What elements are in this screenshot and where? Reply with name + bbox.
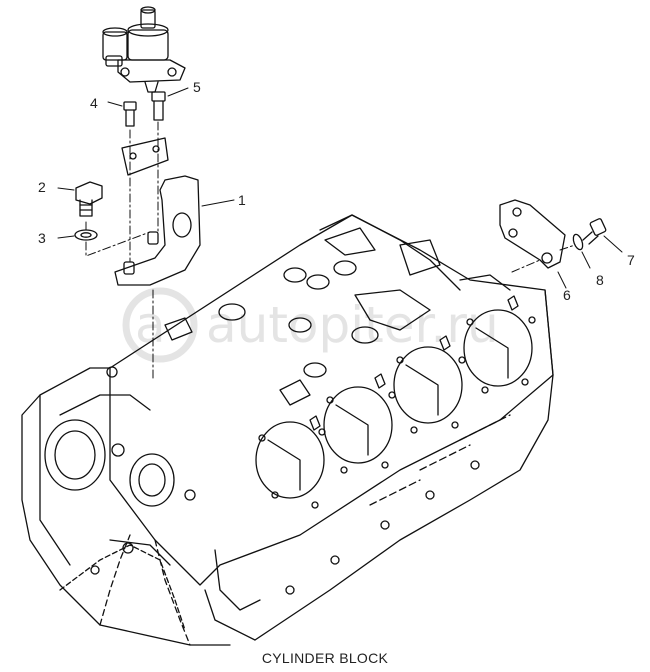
part-5-bolt [151,91,166,121]
solenoid-mounting-plate [121,137,169,176]
part-4-bolt [123,101,137,127]
callout-7: 7 [627,252,635,268]
cylinder-block [21,214,554,646]
watermark: a autopiter.ru [122,287,499,363]
part-7-bolt [582,218,607,245]
callout-6: 6 [563,287,571,303]
part-3-washer [74,229,98,241]
watermark-text: autopiter.ru [206,296,499,354]
callout-8: 8 [596,272,604,288]
callout-1: 1 [238,192,246,208]
leader-lines [57,87,623,289]
part-6-bracket [499,199,566,269]
callout-2: 2 [38,179,46,195]
assembly-lines [85,121,576,379]
callout-3: 3 [38,230,46,246]
fuel-shutoff-solenoid [102,6,186,93]
part-1-bracket [114,175,201,286]
callout-5: 5 [193,79,201,95]
diagram-caption: CYLINDER BLOCK [261,650,389,666]
part-2-bolt [75,181,103,217]
part-8-washer [572,233,584,251]
callout-4: 4 [90,95,98,111]
watermark-logo-letter: a [135,296,166,354]
